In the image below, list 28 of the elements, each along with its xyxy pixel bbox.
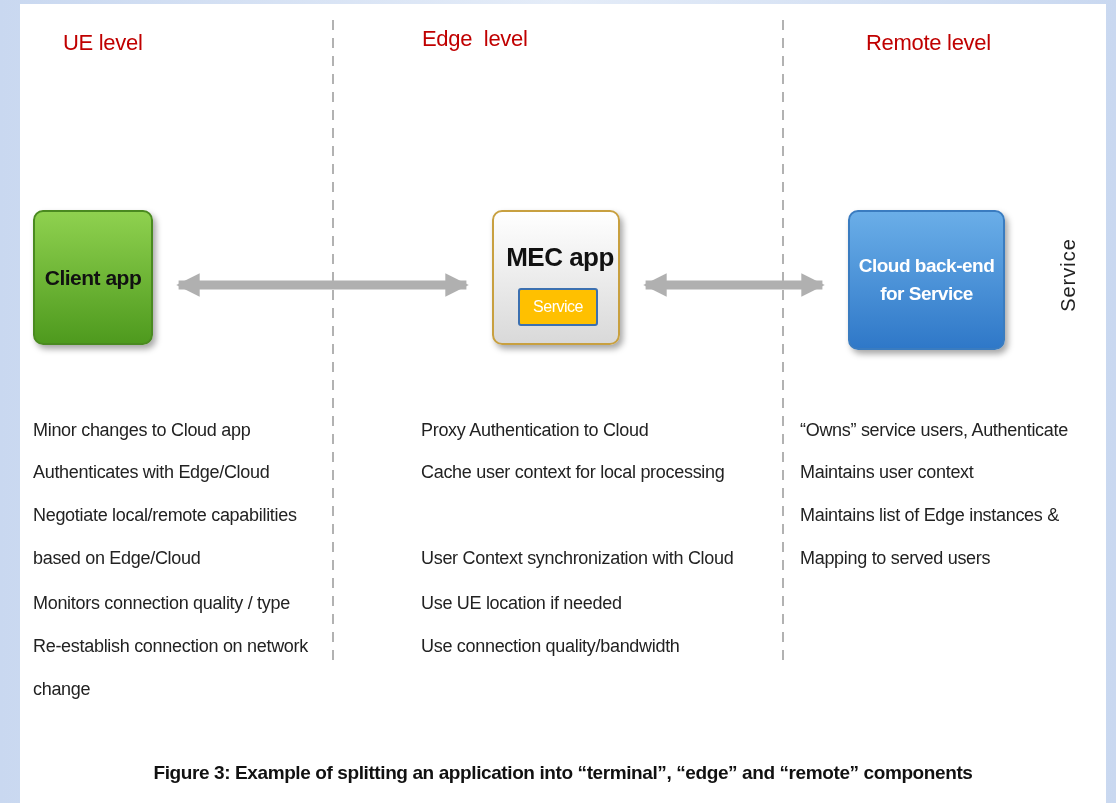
node-label: Client app (43, 264, 143, 291)
node-label: Cloud back-end for Service (857, 253, 996, 306)
node-label: Service (532, 297, 584, 317)
description-text: User Context synchronization with Cloud (421, 547, 735, 570)
double-arrow (176, 273, 469, 297)
description-text: Cache user context for local processing (421, 461, 726, 484)
description-text: Negotiate local/remote capabilities based on Edge/Cloud (33, 504, 298, 570)
description-text: “Owns” service users, Authenticate (800, 419, 1069, 442)
service-box (518, 288, 598, 326)
figure-caption: Figure 3: Example of splitting an application into “terminal”, “edge” and “remote” components (152, 762, 974, 784)
description-text: Minor changes to Cloud app (33, 419, 252, 442)
description-text: Use connection quality/bandwidth (421, 635, 681, 658)
component-box (492, 210, 620, 345)
level-heading: Edge level (422, 26, 528, 53)
component-box (848, 210, 1005, 350)
description-text: Use UE location if needed (421, 592, 623, 615)
node-label: MEC app (505, 241, 615, 274)
vertical-label: Service (1056, 238, 1080, 312)
description-text: Proxy Authentication to Cloud (421, 419, 650, 442)
description-text: Re-establish connection on network change (33, 635, 309, 701)
level-heading: UE level (63, 30, 143, 57)
double-arrow (643, 273, 825, 297)
component-box (33, 210, 153, 345)
description-text: Authenticates with Edge/Cloud (33, 461, 271, 484)
description-text: Maintains list of Edge instances & Mapping to served users (800, 504, 1060, 570)
level-heading: Remote level (866, 30, 991, 57)
description-text: Maintains user context (800, 461, 975, 484)
description-text: Monitors connection quality / type (33, 592, 291, 615)
